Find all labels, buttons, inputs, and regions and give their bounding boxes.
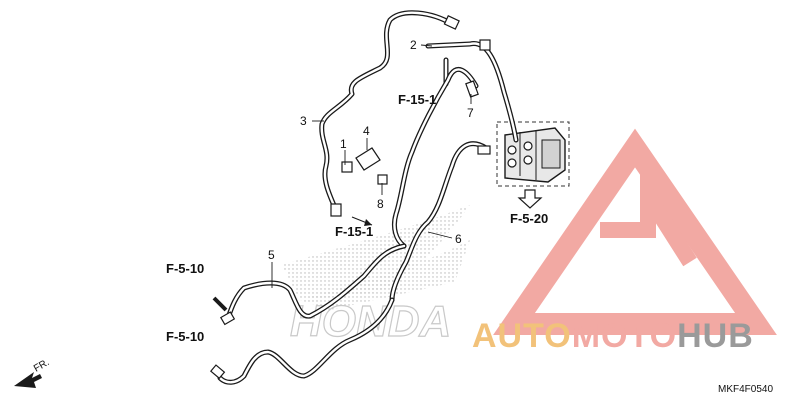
reference-f520: F-5-20 [510, 211, 548, 226]
down-arrow-icon [517, 189, 543, 209]
ghost-brand-text: HONDA [290, 297, 451, 346]
watermark-moto: MOTO [572, 317, 677, 355]
brake-pipe-6 [389, 66, 491, 303]
abs-modulator [496, 121, 570, 187]
reference-f15-lower: F-15-1 [335, 224, 373, 239]
part-number-6: 6 [455, 232, 462, 246]
leader-lines [271, 44, 472, 288]
part-number-3: 3 [300, 114, 307, 128]
reference-arrow-f15-lower [351, 216, 373, 226]
figure-code: MKF4F0540 [718, 384, 773, 395]
part-number-5: 5 [268, 248, 275, 262]
part-number-1: 1 [340, 137, 347, 151]
part-number-8: 8 [377, 197, 384, 211]
brake-pipe-3 [319, 10, 460, 217]
watermark-text: AUTOMOTOHUB [472, 317, 754, 355]
brake-pipe-lower [209, 297, 395, 385]
bolt-8 [377, 174, 388, 185]
front-marker-text: FR. [32, 357, 51, 375]
reference-f510-lower: F-5-10 [166, 329, 204, 344]
reference-f15-upper: F-15-1 [398, 92, 436, 107]
part-number-2: 2 [410, 38, 417, 52]
reference-f510-upper: F-5-10 [166, 261, 204, 276]
watermark-triangle-logo [493, 128, 777, 335]
pipe-clamp-4 [341, 147, 381, 173]
bolt-7 [465, 80, 479, 98]
watermark-hub: HUB [677, 317, 754, 355]
part-number-7: 7 [467, 106, 474, 120]
part-number-4: 4 [363, 124, 370, 138]
front-arrow-icon [14, 372, 42, 388]
watermark-auto: AUTO [472, 317, 572, 355]
brake-pipe-5 [212, 243, 407, 326]
